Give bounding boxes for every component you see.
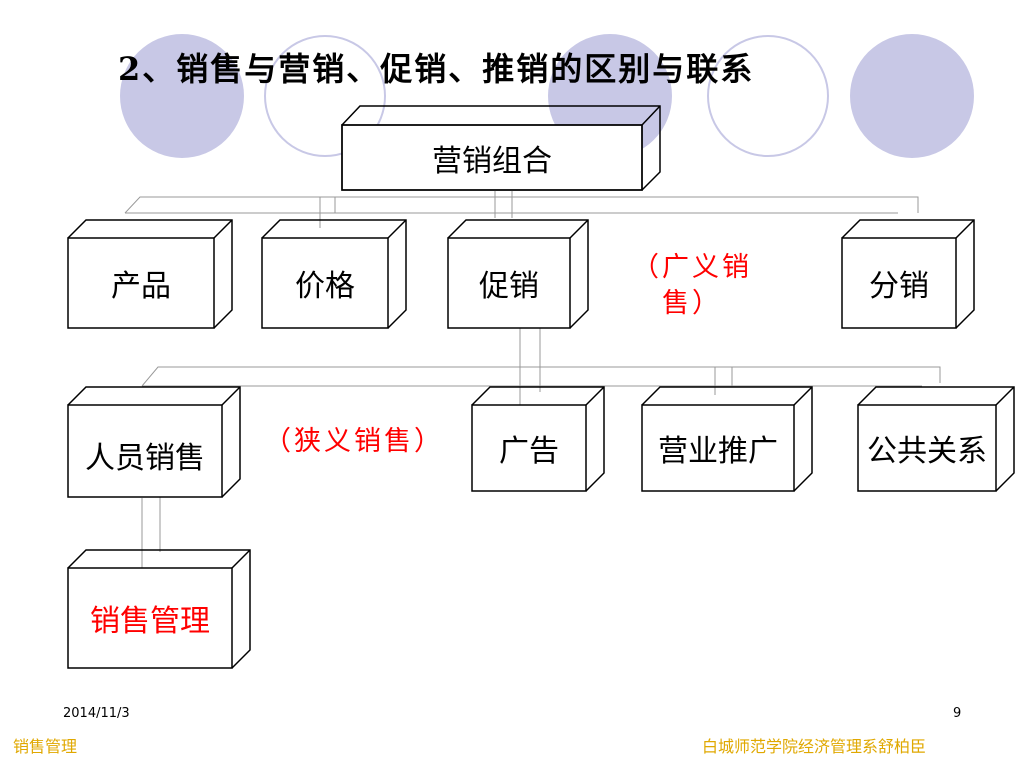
box-sales-management-label: 销售管理 xyxy=(90,604,210,639)
footer-date: 2014/11/3 xyxy=(63,706,130,721)
box-sales-management-frame xyxy=(67,549,251,669)
narrow-sales-note: （狭义销售） xyxy=(264,426,444,457)
broad-sales-note: （广义销售） xyxy=(632,252,752,319)
box-distribution-frame xyxy=(841,219,975,329)
box-product-frame xyxy=(67,219,233,329)
page-number: 9 xyxy=(953,706,962,721)
box-promo-frame xyxy=(447,219,589,329)
footer-course-name: 销售管理 xyxy=(13,737,78,756)
box-personal-selling-frame xyxy=(67,386,241,498)
box-distribution-label: 分销 xyxy=(869,269,929,304)
box-public-relations-frame xyxy=(857,386,1015,492)
deco-circle-filled-1 xyxy=(120,34,244,158)
box-sales-promotion-frame xyxy=(641,386,813,492)
box-advertising-label: 广告 xyxy=(499,434,559,469)
box-promo-label: 促销 xyxy=(479,269,539,304)
slide-title: 2、销售与营销、促销、推销的区别与联系 xyxy=(118,50,755,88)
box-sales-promotion-label: 营业推广 xyxy=(658,434,778,469)
box-public-relations-label: 公共关系 xyxy=(867,434,987,469)
footer-author: 白城师范学院经济管理系舒柏臣 xyxy=(702,737,927,756)
box-root-label: 营销组合 xyxy=(432,143,552,179)
deco-circle-filled-3 xyxy=(850,34,974,158)
deco-circle-outline-2 xyxy=(707,35,829,157)
box-price-label: 价格 xyxy=(295,269,355,304)
box-price-frame xyxy=(261,219,407,329)
box-personal-selling-label: 人员销售 xyxy=(85,441,205,476)
deco-circle-outline-1 xyxy=(264,35,386,157)
box-advertising-frame xyxy=(471,386,605,492)
box-product-label: 产品 xyxy=(111,269,171,304)
